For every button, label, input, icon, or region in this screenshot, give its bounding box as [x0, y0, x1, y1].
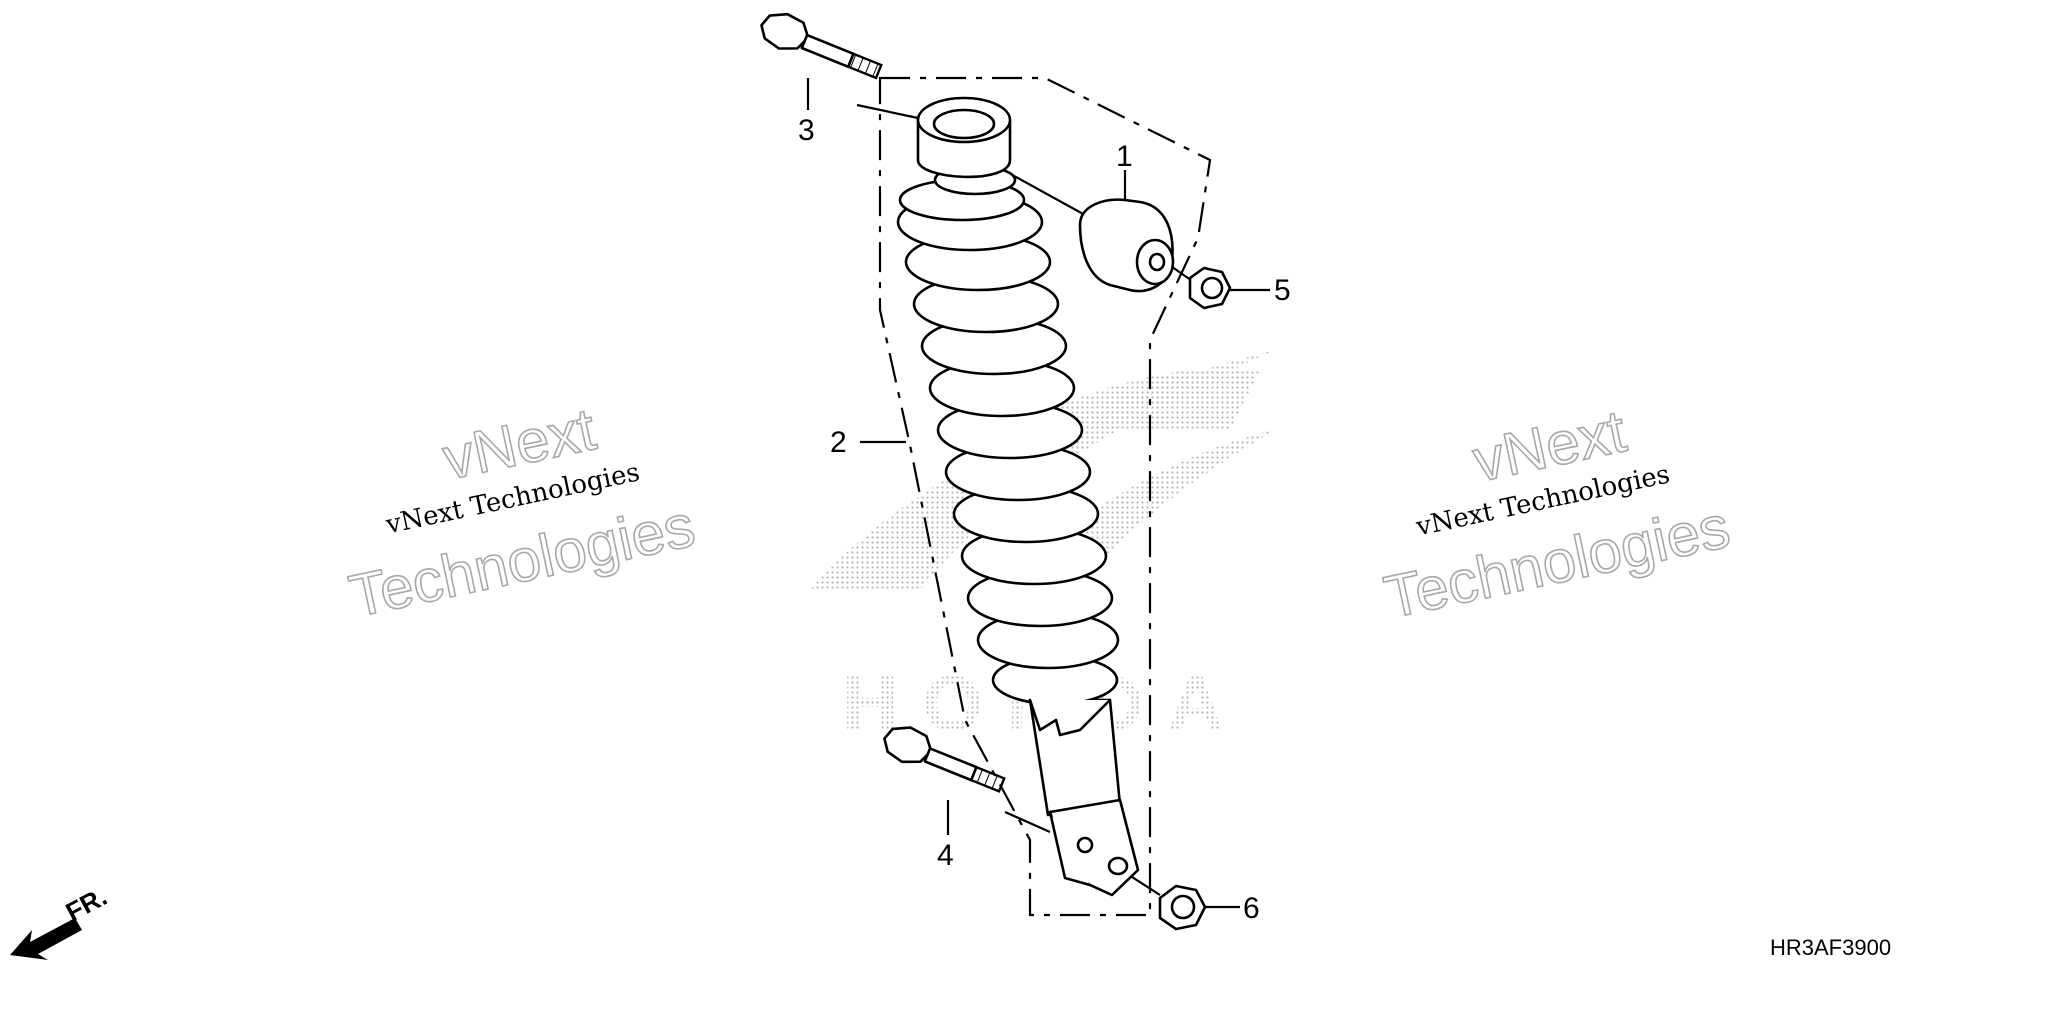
callout-3: 3: [798, 114, 815, 147]
upper-flange-nut: [1188, 266, 1232, 310]
rubber-bushing: [1078, 198, 1175, 293]
diagram-code: HR3AF3900: [1770, 935, 1891, 960]
lower-mounting-bolt: [883, 726, 1006, 793]
callout-6: 6: [1243, 892, 1260, 925]
watermark-left: vNext vNext Technologies Technologies: [343, 394, 701, 631]
upper-mounting-bolt: [760, 12, 883, 80]
shock-absorber: [896, 96, 1140, 897]
front-direction-arrow: FR.: [10, 881, 112, 960]
assembly-boundary: [878, 76, 1212, 917]
callout-1: 1: [1116, 140, 1133, 173]
callout-5: 5: [1274, 274, 1291, 307]
coil-spring: [896, 178, 1120, 706]
callout-4: 4: [937, 839, 954, 872]
watermark-right: vNext vNext Technologies Technologies: [1378, 396, 1736, 631]
lower-flange-nut: [1158, 884, 1207, 931]
front-label: FR.: [61, 881, 112, 927]
arrow-icon: [10, 918, 82, 960]
callout-2: 2: [830, 426, 847, 459]
